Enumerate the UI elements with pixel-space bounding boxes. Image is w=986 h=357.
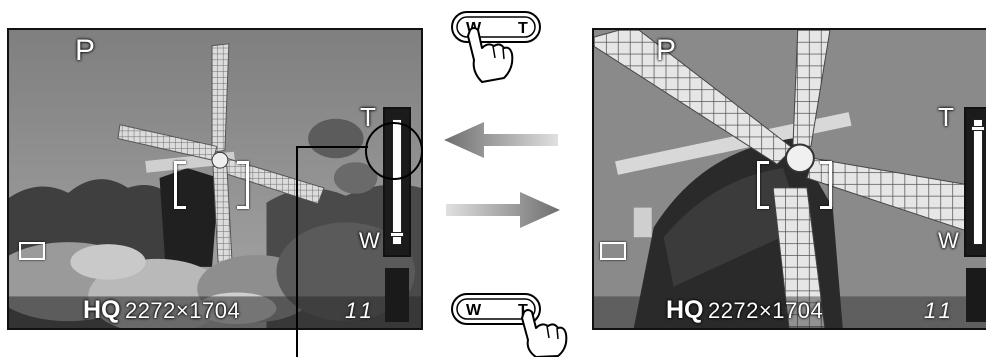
zoom-button-t-label: T <box>518 20 528 37</box>
zoom-button-wide-pressed[interactable]: W T <box>448 8 548 86</box>
zoom-bar <box>964 107 986 257</box>
side-panel-block <box>966 268 986 322</box>
quality-label: HQ <box>666 296 704 324</box>
zoom-position-marker <box>971 126 985 131</box>
zoom-button-w-label: W <box>466 302 482 319</box>
arrow-zoom-in <box>444 190 564 230</box>
shooting-mode-label: P <box>656 36 676 66</box>
resolution-label: 2272×1704 <box>708 298 823 323</box>
shots-remaining-label: 11 <box>924 298 955 324</box>
image-quality-readout: HQ 2272×1704 <box>666 296 823 325</box>
camera-screen-tele: P T W HQ 2272×1704 11 <box>592 28 986 330</box>
resolution-label: 2272×1704 <box>125 298 240 323</box>
shooting-mode-label: P <box>75 36 95 66</box>
arrow-zoom-out <box>440 120 560 160</box>
windmill-scene-tele <box>594 30 986 328</box>
battery-icon <box>600 242 626 260</box>
zoom-bar-callout <box>290 118 430 357</box>
zoom-bar-track <box>973 119 983 245</box>
af-target-icon-right <box>820 161 832 209</box>
quality-label: HQ <box>83 296 121 324</box>
image-quality-readout: HQ 2272×1704 <box>83 296 240 325</box>
af-target-icon-left <box>174 161 186 209</box>
zoom-wide-label: W <box>938 228 959 254</box>
zoom-tele-label: T <box>938 102 954 133</box>
finger-press-icon <box>522 310 566 357</box>
af-target-icon-left <box>757 161 769 209</box>
battery-icon <box>19 242 45 260</box>
af-target-icon-right <box>237 161 249 209</box>
zoom-level-fill <box>974 130 982 244</box>
zoom-button-tele-pressed[interactable]: W T <box>448 290 572 357</box>
